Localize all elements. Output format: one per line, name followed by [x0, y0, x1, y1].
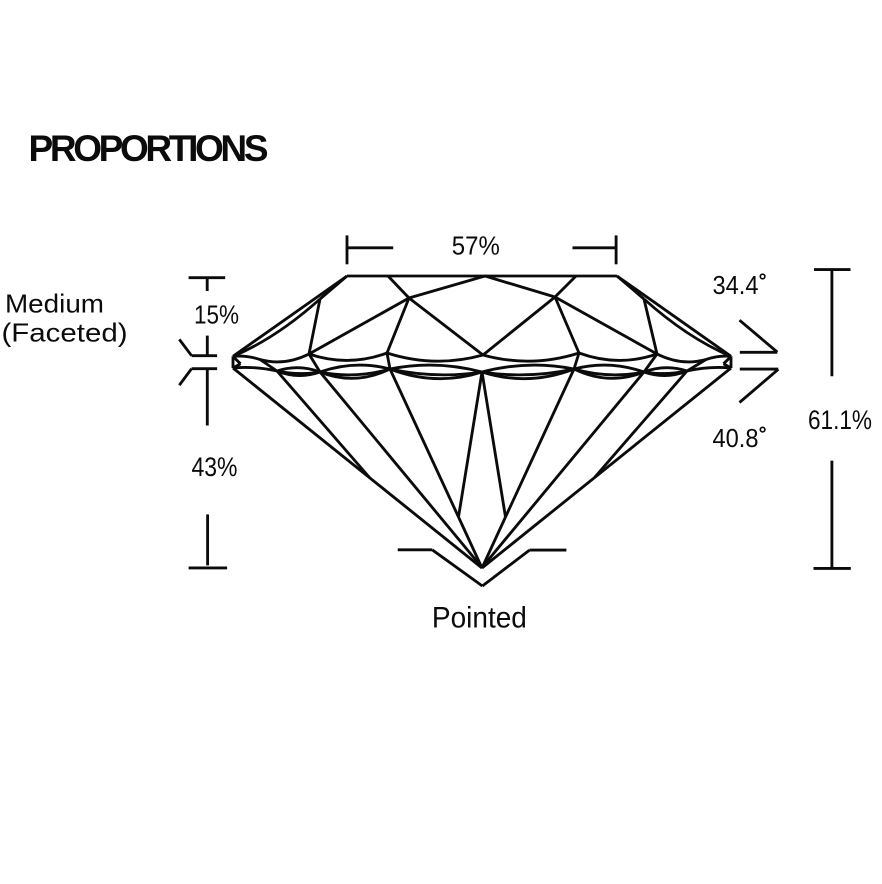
- svg-text:34.4: 34.4: [713, 270, 759, 300]
- svg-text:Medium: Medium: [5, 288, 104, 318]
- svg-text:(Faceted): (Faceted): [2, 318, 128, 348]
- svg-text:40.8: 40.8: [713, 423, 759, 453]
- svg-text:61.1%: 61.1%: [808, 405, 872, 435]
- svg-text:15%: 15%: [194, 300, 239, 330]
- svg-text:PROPORTIONS: PROPORTIONS: [29, 128, 269, 169]
- svg-text:Pointed: Pointed: [432, 601, 527, 634]
- svg-text:57%: 57%: [452, 231, 500, 261]
- svg-text:43%: 43%: [192, 452, 238, 482]
